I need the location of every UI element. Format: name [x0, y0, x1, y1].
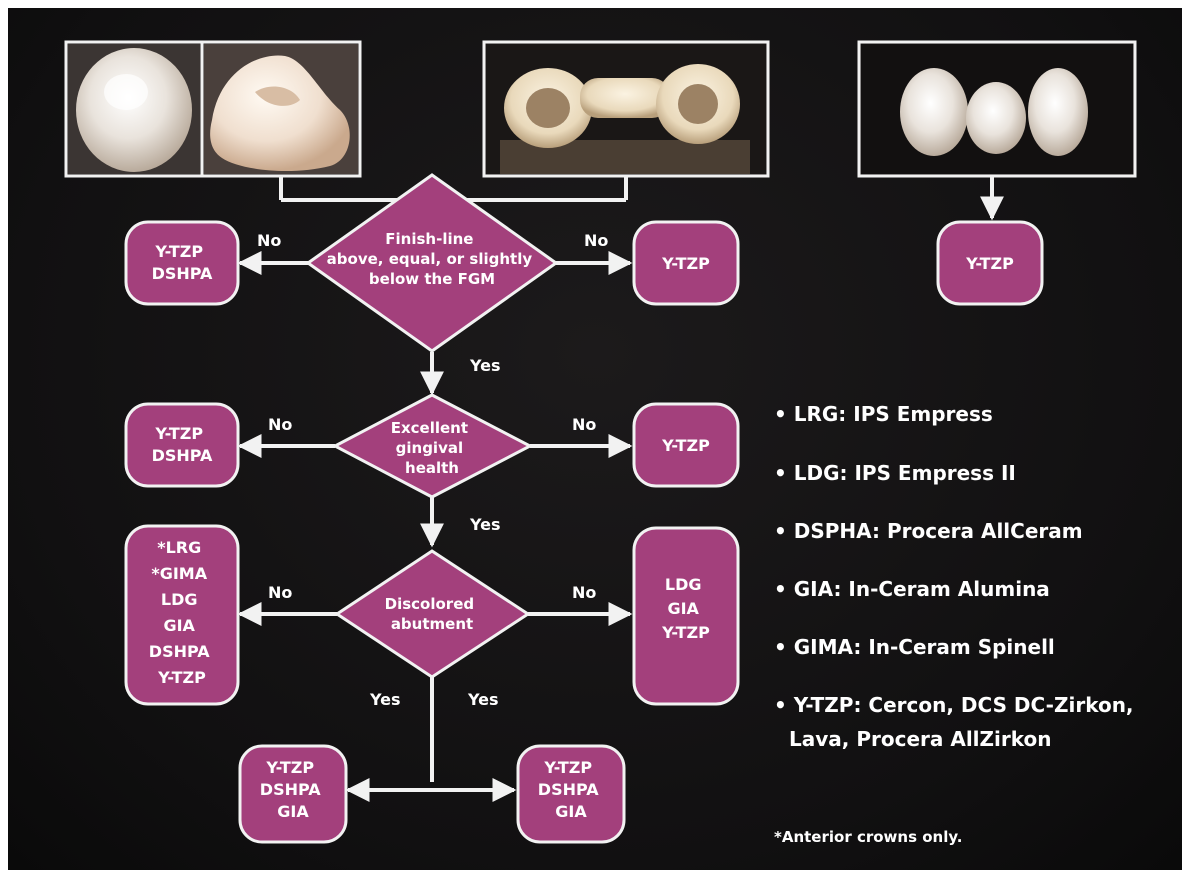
photo-bridge-crowns: [859, 42, 1135, 176]
legend-item-ldg: • LDG: IPS Empress II: [774, 461, 1016, 485]
photo-bridge-framework: [484, 42, 768, 176]
legend-item-ytzp: • Y-TZP: Cercon, DCS DC-Zirkon,: [774, 693, 1134, 717]
photo-single-crown-occlusal: [66, 42, 202, 176]
legend-item-ytzp-cont: Lava, Procera AllZirkon: [789, 727, 1052, 751]
edge-label-no-r2-right: No: [572, 415, 596, 434]
svg-text:Y-TZP: Y-TZP: [661, 254, 710, 273]
outcome-far-right: Y-TZP: [938, 222, 1042, 304]
svg-text:Y-TZP: Y-TZP: [965, 254, 1014, 273]
outcome-row2-right: Y-TZP: [634, 404, 738, 486]
svg-text:Y-TZP: Y-TZP: [661, 436, 710, 455]
legend-item-dspha: • DSPHA: Procera AllCeram: [774, 519, 1083, 543]
edge-label-no-r1-left: No: [257, 231, 281, 250]
edge-label-no-r2-left: No: [268, 415, 292, 434]
legend-item-gima: • GIMA: In-Ceram Spinell: [774, 635, 1055, 659]
footnote: *Anterior crowns only.: [774, 828, 962, 846]
outcome-row1-left: Y-TZP DSHPA: [126, 222, 238, 304]
edge-label-no-r3-left: No: [268, 583, 292, 602]
svg-text:LDG GIA Y-TZP: LDG GIA Y-TZP: [661, 575, 710, 642]
legend-item-lrg: • LRG: IPS Empress: [774, 402, 993, 426]
outcome-row3-left: *LRG *GIMA LDG GIA DSHPA Y-TZP: [126, 526, 238, 704]
outcome-row3-right: LDG GIA Y-TZP: [634, 528, 738, 704]
edge-label-yes-2: Yes: [469, 515, 501, 534]
edge-label-no-r3-right: No: [572, 583, 596, 602]
legend: • LRG: IPS Empress • LDG: IPS Empress II…: [774, 402, 1134, 751]
decision-discolored-abutment: Discolored abutment: [337, 551, 528, 677]
photo-single-crown-side: [202, 42, 360, 176]
decision-gingival-health: Excellent gingival health: [335, 395, 530, 497]
edge-label-yes-left: Yes: [369, 690, 401, 709]
outcome-row2-left: Y-TZP DSHPA: [126, 404, 238, 486]
outcome-row1-right: Y-TZP: [634, 222, 738, 304]
outcome-bottom-right: Y-TZP DSHPA GIA: [518, 746, 624, 842]
edge-label-yes-1: Yes: [469, 356, 501, 375]
outcome-bottom-left: Y-TZP DSHPA GIA: [240, 746, 346, 842]
edge-label-no-r1-right: No: [584, 231, 608, 250]
legend-item-gia: • GIA: In-Ceram Alumina: [774, 577, 1050, 601]
edge-label-yes-right: Yes: [467, 690, 499, 709]
